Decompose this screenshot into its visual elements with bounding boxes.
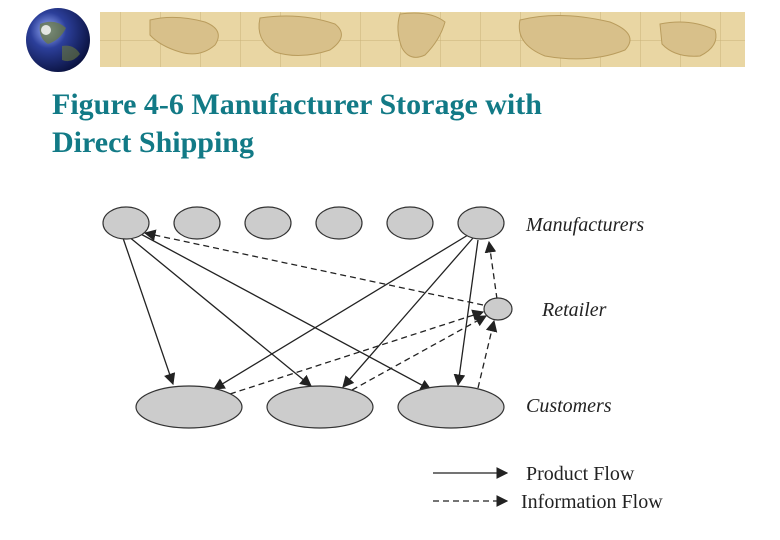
page-title-line-1: Figure 4-6 Manufacturer Storage with [52,88,542,121]
manufacturer-node [386,206,434,240]
product-flow-line [453,239,479,387]
product-flow-line [342,237,474,388]
product-flow-line [212,234,469,390]
manufacturer-node [315,206,363,240]
information-flow-line [351,315,488,391]
manufacturer-node [457,206,505,240]
legend: Product Flow Information Flow [433,463,663,513]
manufacturer-node [244,206,292,240]
information-flow-line [229,309,485,395]
customer-node [266,385,374,429]
retailer-node [483,297,513,321]
information-flow-line [484,240,498,300]
legend-information-flow-label: Information Flow [521,491,663,513]
retailer-label: Retailer [541,299,607,321]
customer-node [397,385,505,429]
manufacturer-node [173,206,221,240]
product-flow-line [127,235,312,387]
page-title: Figure 4-6 Manufacturer Storage with Dir… [52,86,692,162]
product-flow-line [136,231,433,391]
product-flow-line [122,237,176,386]
world-map-banner [26,8,745,72]
customer-node [135,385,243,429]
information-flow-line [477,319,498,389]
customers-label: Customers [526,395,612,417]
legend-product-flow-label: Product Flow [526,463,635,485]
globe-icon [26,8,90,72]
information-flow-line [143,229,484,306]
manufacturer-node [102,206,150,240]
manufacturers-label: Manufacturers [525,214,644,236]
page-title-line-2: Direct Shipping [52,126,254,159]
